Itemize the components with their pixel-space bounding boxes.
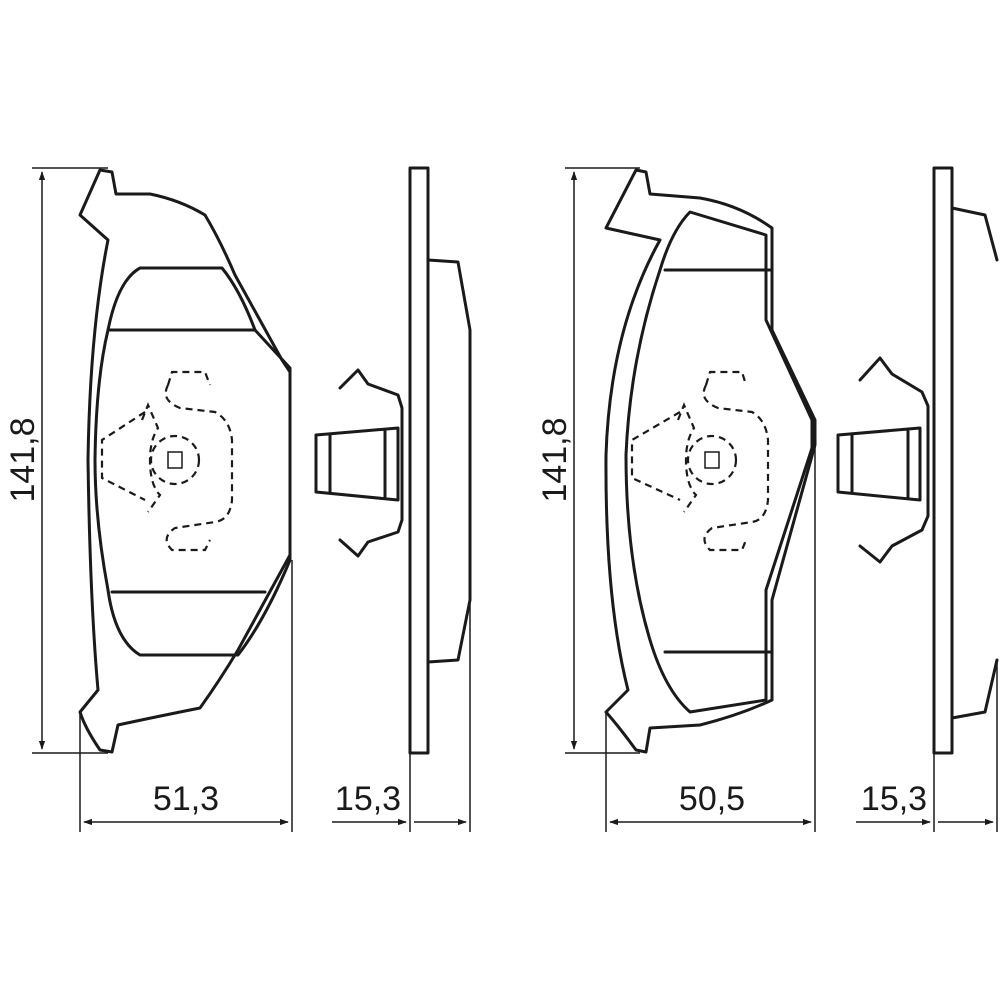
left-spring-clip xyxy=(338,368,404,558)
right-pad-side-view xyxy=(836,166,999,755)
right-pad-front-view xyxy=(604,168,817,754)
left-height-label: 141,8 xyxy=(4,417,42,502)
right-backing-plate-outline xyxy=(604,168,817,754)
left-width-label: 51,3 xyxy=(153,780,219,818)
left-side-friction-block xyxy=(426,258,472,664)
dimension-lines xyxy=(32,167,998,832)
left-hidden-spring-dashes xyxy=(100,370,234,552)
right-side-backing-plate xyxy=(932,166,954,755)
left-backing-plate-outline xyxy=(78,168,292,754)
right-guide-pin xyxy=(836,426,922,502)
left-friction-lining xyxy=(93,266,292,657)
dimension-labels: 141,8 51,3 15,3 141,8 50,5 15,3 xyxy=(4,417,927,818)
right-hidden-spring-dashes xyxy=(630,370,770,552)
left-pad-side-view xyxy=(314,166,472,755)
right-height-label: 141,8 xyxy=(536,417,574,502)
right-side-friction-block xyxy=(950,206,999,720)
right-spring-clip xyxy=(858,356,930,564)
left-guide-pin xyxy=(314,426,400,502)
left-side-backing-plate xyxy=(408,166,430,755)
right-thickness-label: 15,3 xyxy=(861,780,927,818)
right-friction-lining xyxy=(624,210,814,714)
left-thickness-label: 15,3 xyxy=(335,780,401,818)
right-width-label: 50,5 xyxy=(679,780,745,818)
left-pad-front-view xyxy=(78,168,292,754)
